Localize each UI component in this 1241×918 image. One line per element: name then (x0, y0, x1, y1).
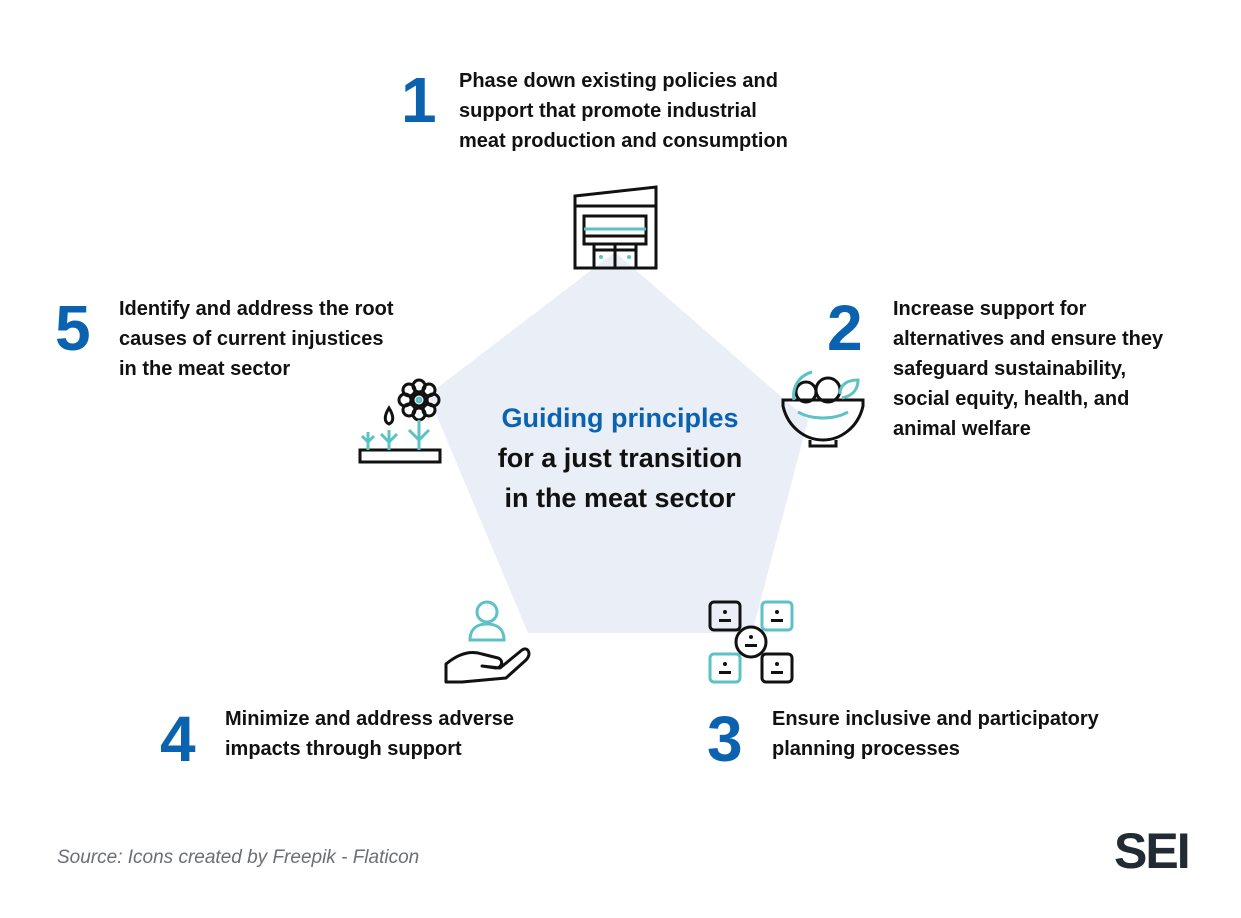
principle-number: 5 (55, 292, 91, 364)
sei-logo: SEI (1114, 823, 1191, 879)
principle-number: 3 (707, 703, 743, 775)
principle-text-line: impacts through support (225, 738, 462, 760)
source-credit: Source: Icons created by Freepik - Flati… (57, 847, 420, 868)
food-bowl-icon (781, 370, 865, 448)
principle-text-line: alternatives and ensure they (893, 328, 1164, 350)
principle-text-line: Phase down existing policies and (459, 70, 778, 92)
principle-text-line: Ensure inclusive and participatory (772, 708, 1099, 730)
principle-number: 2 (827, 292, 863, 364)
principle-text: Increase support for alternatives and en… (893, 294, 1163, 444)
center-title: Guiding principles for a just transition… (440, 398, 800, 518)
center-title-line-2: for a just transition (497, 443, 743, 473)
principle-number: 4 (160, 703, 196, 775)
principle-text-line: in the meat sector (119, 358, 291, 380)
principle-text-line: animal welfare (893, 418, 1031, 440)
principle-text-line: causes of current injustices (119, 328, 384, 350)
center-title-accent: Guiding principles (501, 403, 739, 433)
helping-hand-icon (444, 600, 531, 684)
principle-text-line: Increase support for (893, 298, 1087, 320)
principle-text-line: Identify and address the root (119, 298, 394, 320)
principle-text: Phase down existing policies and support… (459, 66, 788, 156)
principle-number: 1 (401, 64, 437, 136)
principle-text: Ensure inclusive and participatory plann… (772, 704, 1099, 764)
principle-text: Minimize and address adverse impacts thr… (225, 704, 514, 764)
plant-flower-icon (358, 378, 442, 464)
people-network-icon (708, 600, 794, 684)
factory-icon (573, 185, 658, 270)
principle-text-line: safeguard sustainability, (893, 358, 1127, 380)
principle-text: Identify and address the root causes of … (119, 294, 393, 384)
principle-text-line: Minimize and address adverse (225, 708, 515, 730)
principle-text-line: meat production and consumption (459, 130, 788, 152)
principle-text-line: social equity, health, and (893, 388, 1130, 410)
center-title-line-3: in the meat sector (504, 483, 736, 513)
principle-text-line: planning processes (772, 738, 960, 760)
principle-text-line: support that promote industrial (459, 100, 757, 122)
